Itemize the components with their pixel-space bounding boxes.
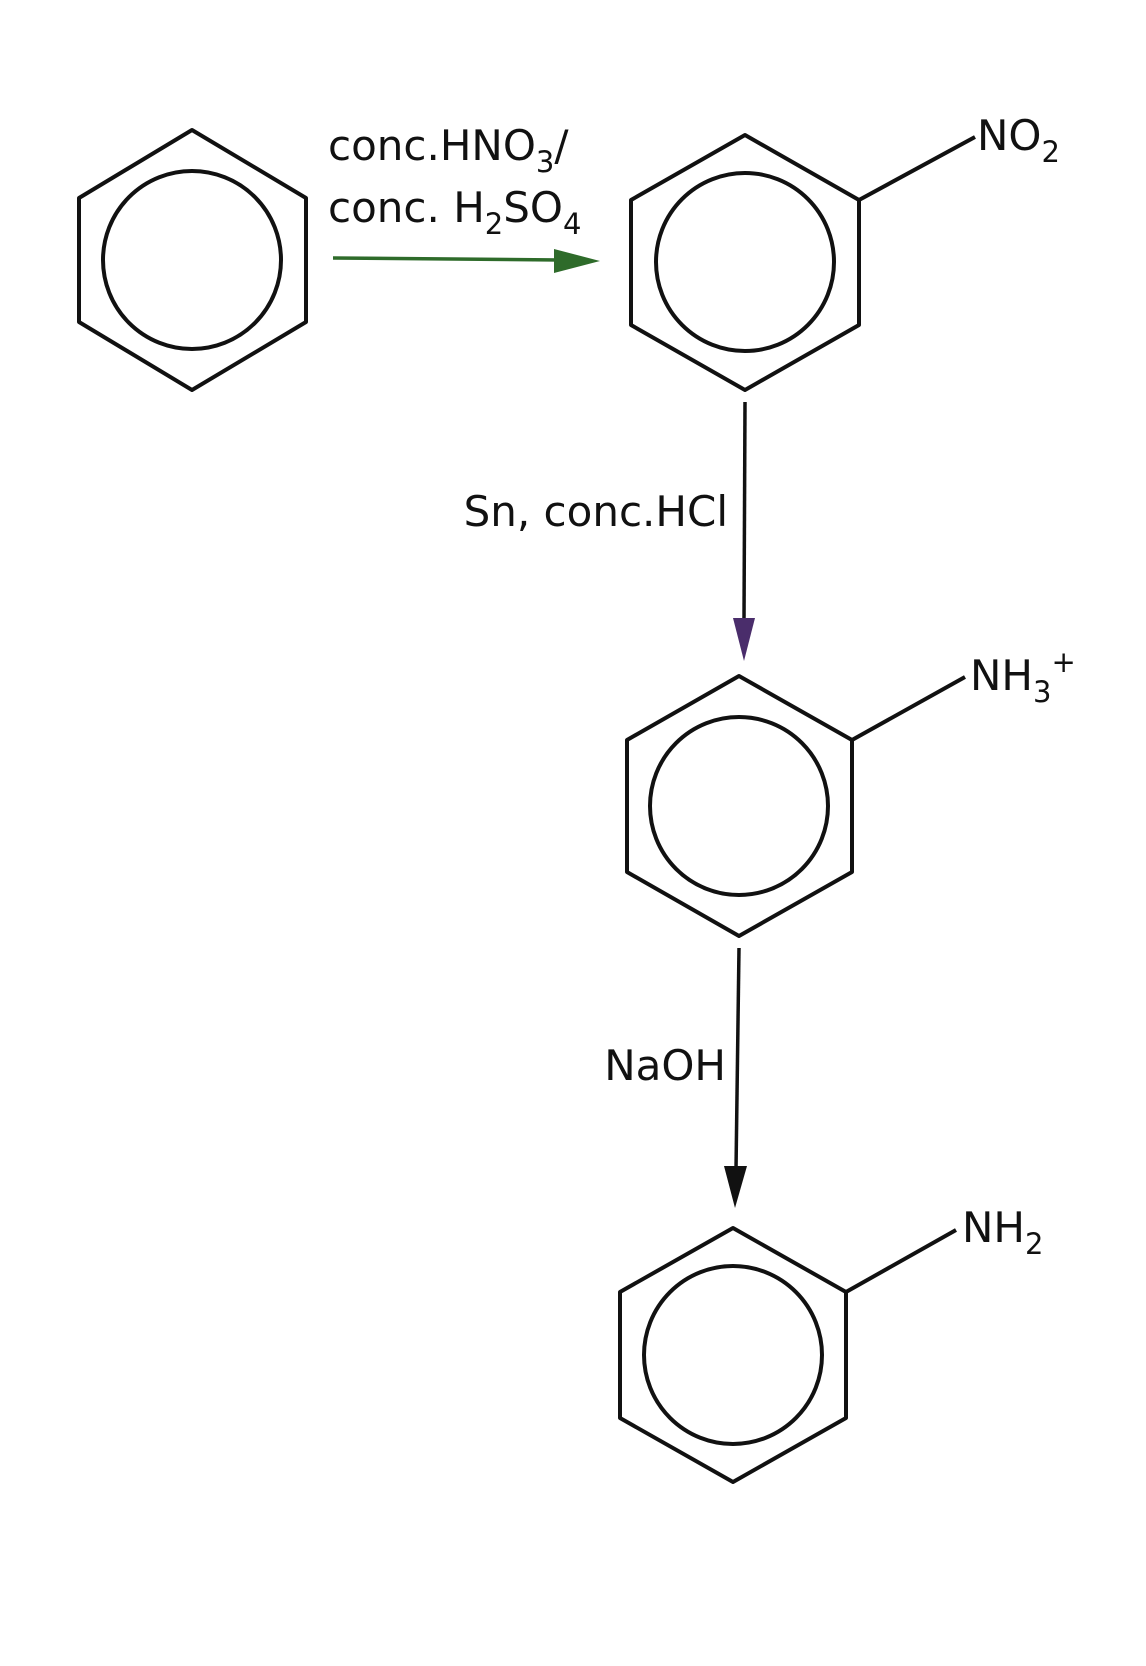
c-n-bond [845,1228,957,1294]
amine-group-label: NH2 [962,1203,1043,1261]
aromatic-circle [642,1264,824,1446]
aniline-molecule: NH2 [618,1203,1043,1484]
c-n-bond [858,135,976,202]
reagent-nitric-acid: conc.HNO3/ [328,121,569,179]
nitro-group-label: NO2 [977,111,1060,169]
nitrobenzene-molecule: NO2 [629,111,1060,392]
reagent-sulfuric-acid: conc. H2SO4 [328,183,581,241]
neutralization-arrow-head [724,1166,747,1208]
reagent-tin-hcl: Sn, conc.HCl [464,487,728,536]
nitration-arrow [332,249,600,273]
anilinium-ring [625,674,854,938]
anilinium-molecule: NH3+ [625,645,1076,938]
neutralization-arrow [724,947,747,1208]
nitration-arrow-head [554,249,600,273]
neutralization-arrow-line [734,947,741,1171]
benzene-ring [77,128,308,392]
nitration-arrow-line [332,256,561,262]
c-n-bond [851,675,966,742]
reduction-arrow-head [733,618,755,661]
aromatic-circle [654,171,836,353]
benzene-molecule [77,128,308,392]
aromatic-circle [648,715,830,897]
reduction-arrow [733,401,755,661]
reagent-sodium-hydroxide: NaOH [604,1041,726,1090]
ammonium-group-label: NH3+ [970,645,1076,709]
aromatic-circle [101,169,283,351]
reduction-arrow-line [742,401,747,621]
